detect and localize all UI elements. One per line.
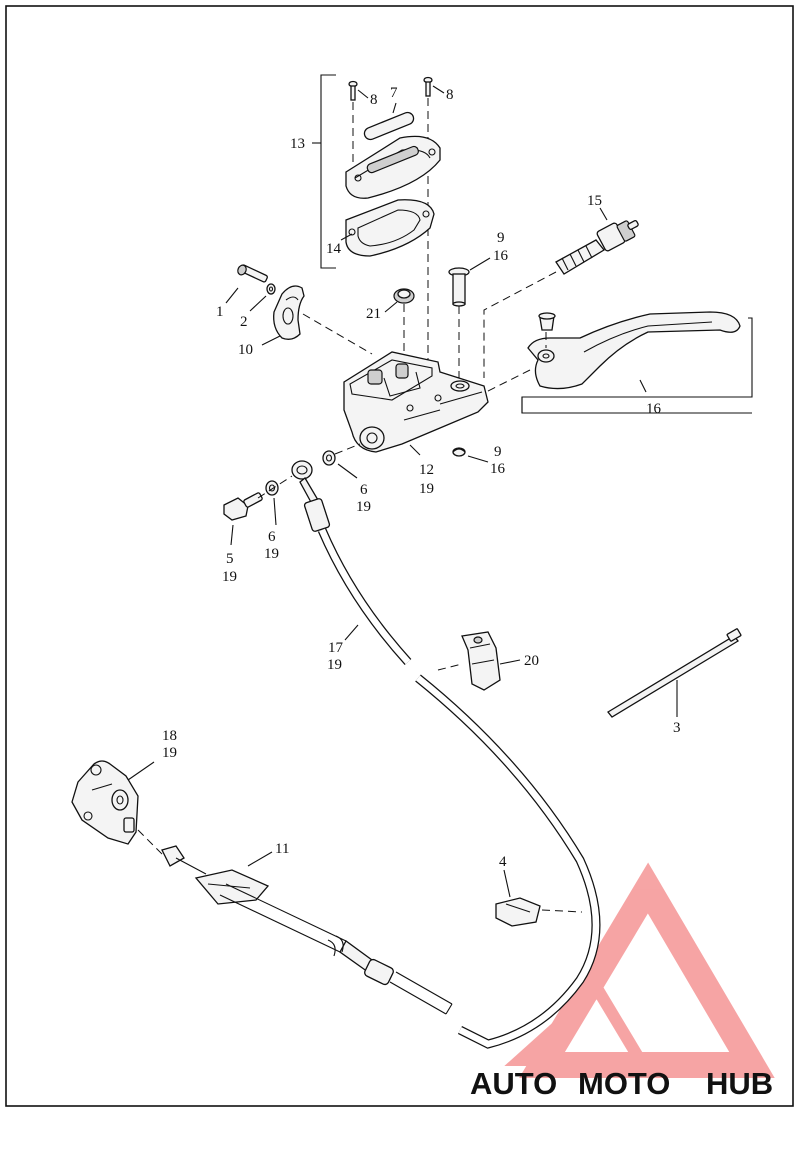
label-3: 3 bbox=[673, 720, 681, 736]
diaphragm-14 bbox=[345, 199, 435, 257]
label-17a: 17 bbox=[328, 640, 344, 656]
screw-8-right bbox=[423, 76, 433, 97]
automotohub-wordmark: AUTO MOTO HUB bbox=[470, 1066, 773, 1101]
label-6d: 19 bbox=[264, 546, 279, 562]
washer-6-lower bbox=[265, 480, 279, 496]
bracket-13 bbox=[320, 74, 336, 269]
wordmark-auto: AUTO bbox=[470, 1066, 557, 1101]
banjo-fitting bbox=[291, 460, 331, 532]
hose-clip-20 bbox=[461, 631, 501, 691]
label-6a: 6 bbox=[360, 482, 368, 498]
label-17b: 19 bbox=[327, 657, 342, 673]
cable-tie-3 bbox=[607, 628, 742, 718]
label-6c: 6 bbox=[268, 529, 276, 545]
label-14: 14 bbox=[326, 241, 342, 257]
label-9d: 16 bbox=[490, 461, 506, 477]
automotohub-logo bbox=[504, 862, 775, 1078]
slave-cylinder-18 bbox=[71, 760, 139, 845]
label-9a: 9 bbox=[497, 230, 505, 246]
label-16: 16 bbox=[646, 401, 662, 417]
cover-gasket-7 bbox=[363, 111, 415, 141]
label-4: 4 bbox=[499, 854, 507, 870]
label-5b: 19 bbox=[222, 569, 237, 585]
label-18a: 18 bbox=[162, 728, 177, 744]
label-1: 1 bbox=[216, 304, 224, 320]
label-18b: 19 bbox=[162, 745, 177, 761]
label-15: 15 bbox=[587, 193, 602, 209]
label-13: 13 bbox=[290, 136, 305, 152]
screw-8-left bbox=[348, 80, 358, 101]
wordmark-moto: MOTO bbox=[578, 1066, 670, 1101]
handlebar-clamp-10 bbox=[273, 285, 305, 340]
label-10: 10 bbox=[238, 342, 253, 358]
label-20: 20 bbox=[524, 653, 539, 669]
master-cylinder-body-12 bbox=[343, 351, 489, 453]
label-12a: 12 bbox=[419, 462, 434, 478]
label-6b: 19 bbox=[356, 499, 371, 515]
clutch-lever-16 bbox=[527, 311, 741, 390]
label-11: 11 bbox=[275, 841, 289, 857]
label-5a: 5 bbox=[226, 551, 234, 567]
clutch-cable-11 bbox=[161, 845, 453, 1015]
piston-assembly-15 bbox=[555, 220, 639, 275]
sight-glass-21 bbox=[393, 288, 415, 304]
reservoir-cover-13 bbox=[345, 135, 441, 199]
label-9c: 9 bbox=[494, 444, 502, 460]
label-8b: 8 bbox=[446, 87, 454, 103]
washer-6-upper bbox=[322, 450, 336, 466]
wordmark-hub: HUB bbox=[706, 1066, 773, 1101]
label-8a: 8 bbox=[370, 92, 378, 108]
hose-clip-4 bbox=[495, 897, 541, 927]
label-21: 21 bbox=[366, 306, 381, 322]
label-2: 2 bbox=[240, 314, 248, 330]
label-12b: 19 bbox=[419, 481, 434, 497]
label-9b: 16 bbox=[493, 248, 509, 264]
pivot-pin-9 bbox=[448, 267, 470, 307]
washer-2 bbox=[266, 283, 276, 295]
diagram-frame bbox=[5, 5, 794, 1107]
banjo-bolt-5 bbox=[223, 492, 263, 521]
clamp-screw-1 bbox=[237, 264, 268, 283]
label-7: 7 bbox=[390, 85, 398, 101]
retaining-clip-9 bbox=[452, 447, 466, 457]
